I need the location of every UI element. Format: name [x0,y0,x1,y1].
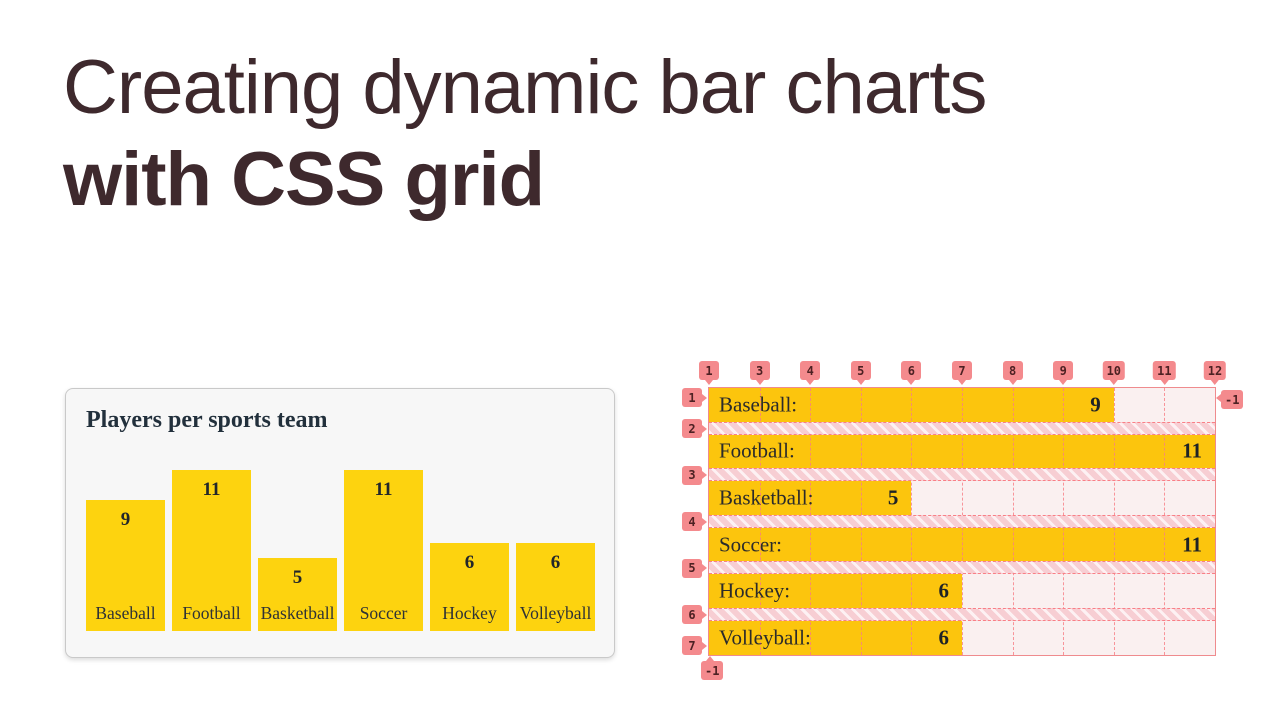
grid-bar: 6 [709,621,962,655]
bar-baseball: 9 Baseball [86,500,165,631]
column-line-marker: 8 [1002,361,1023,385]
column-line-marker: 6 [901,361,922,385]
heading-line-1: Creating dynamic bar charts [63,45,987,130]
column-line-marker: 11 [1153,361,1176,385]
players-chart-card: Players per sports team 9 Baseball 11 Fo… [65,388,615,658]
bar-value: 6 [550,552,561,573]
row-value: 6 [938,578,950,603]
column-line-marker: 4 [800,361,821,385]
bar-basketball: 5 Basketball [258,558,337,631]
bar-value: 9 [120,509,131,530]
row-label: Baseball: [719,392,798,417]
row-value: 6 [938,625,950,650]
grid-gap [709,468,1215,482]
vertical-bar-chart: 9 Baseball 11 Football 5 Basketball 11 S… [86,470,595,631]
grid-gap [709,607,1215,621]
bar-value: 11 [374,479,393,500]
row-line-marker: 6 [682,605,707,625]
row-line-marker: 7 [682,636,707,655]
bar-label: Hockey [442,603,497,623]
heading-line-2: with CSS grid [63,137,545,222]
row-label: Volleyball: [719,625,811,650]
row-line-marker: 1 [682,388,707,407]
grid-gap [709,561,1215,575]
row-value: 11 [1182,438,1202,463]
column-line-marker: 5 [850,361,871,385]
bar-label: Baseball [95,603,156,623]
row-value: 5 [887,485,899,510]
slide-heading: Creating dynamic bar charts with CSS gri… [63,42,987,226]
row-line-marker: 3 [682,465,707,485]
grid-bar: 6 [709,574,962,608]
bar-value: 11 [202,479,221,500]
row-value: 11 [1182,532,1202,557]
bar-football: 11 Football [172,470,251,631]
bar-soccer: 11 Soccer [344,470,423,631]
row-label: Football: [719,438,795,463]
row-label: Soccer: [719,532,782,557]
bar-label: Basketball [260,603,335,623]
column-line-marker: 1 [699,361,719,385]
row-label: Basketball: [719,485,814,510]
bar-label: Soccer [359,603,408,623]
row-line-marker: 2 [682,419,707,438]
column-line-marker: 12 [1203,361,1227,385]
row-label: Hockey: [719,578,791,603]
row-line-marker: 5 [682,558,707,578]
row-value: 9 [1090,392,1101,417]
column-line-marker: 7 [952,361,972,385]
grid-gap [709,421,1215,435]
bar-label: Volleyball [519,603,592,623]
column-line-marker-negative: -1 [1215,390,1244,409]
chart-title: Players per sports team [86,407,328,433]
grid-gap [709,514,1215,528]
bar-volleyball: 6 Volleyball [516,543,595,631]
bar-hockey: 6 Hockey [430,543,509,631]
bar-value: 6 [464,552,475,573]
grid-inspector-chart: 9 Baseball: 11 Football: 5 Basketball: 1… [682,361,1244,680]
bar-value: 5 [292,567,303,588]
column-line-marker: 9 [1053,361,1074,385]
row-line-marker: 4 [682,512,707,532]
bar-label: Football [182,603,241,623]
row-line-marker-negative: -1 [701,656,724,680]
column-line-marker: 3 [749,361,770,385]
column-line-marker: 10 [1102,361,1126,385]
